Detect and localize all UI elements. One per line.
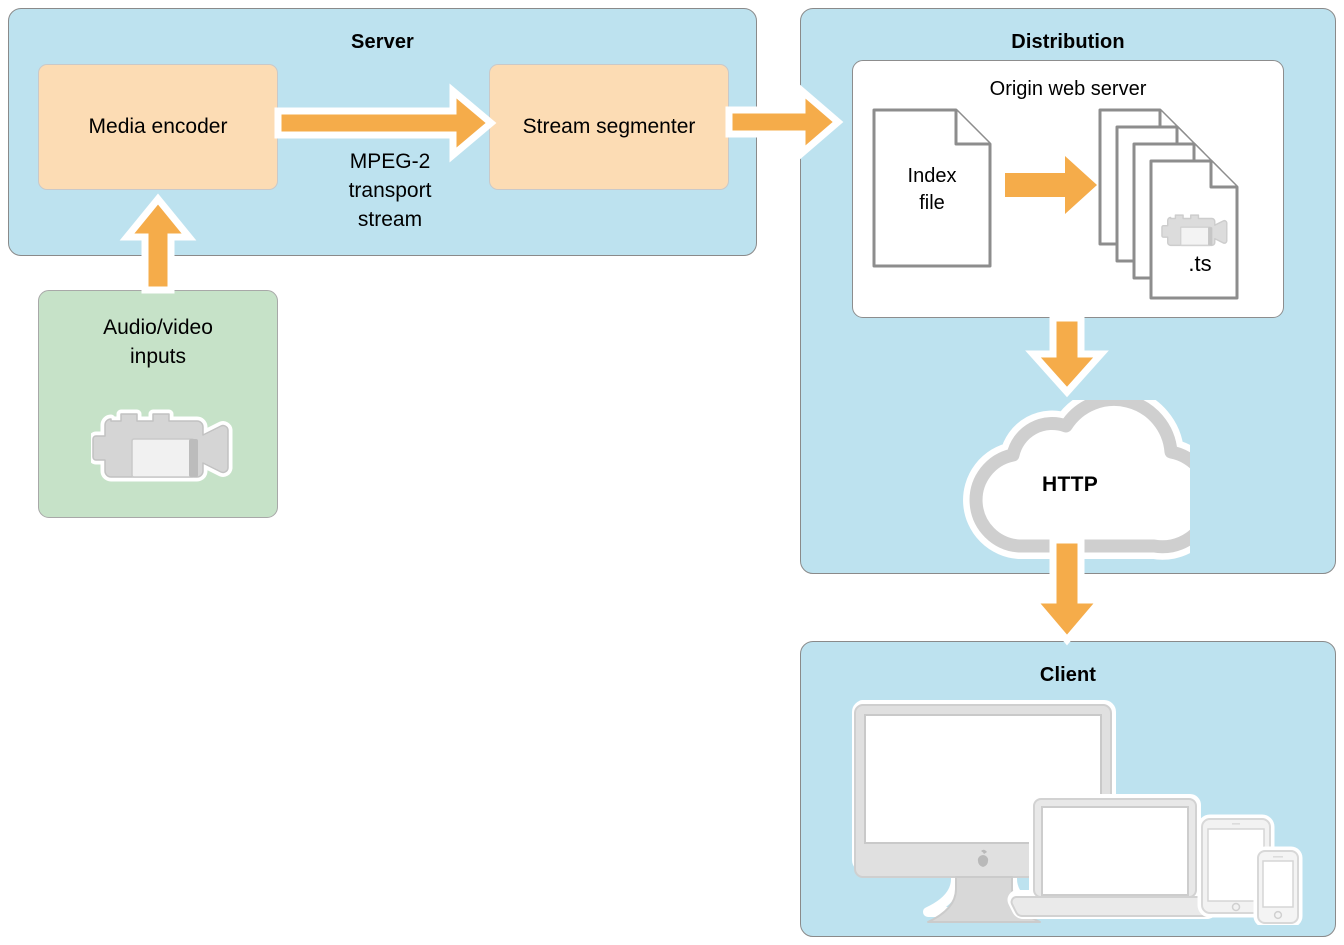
node-origin-web-server-label: Origin web server xyxy=(989,78,1147,100)
phone-icon xyxy=(1253,846,1303,925)
index-file-line-2: file xyxy=(919,192,945,214)
node-media-encoder[interactable]: Media encoder xyxy=(38,64,278,190)
laptop-icon xyxy=(1007,794,1223,919)
client-devices-group xyxy=(852,700,1303,925)
index-file-line-1: Index xyxy=(907,165,957,187)
node-ts-segments-label: .ts xyxy=(1188,251,1212,276)
edge-label-line-2: transport xyxy=(348,179,432,202)
node-index-file-label: Index file xyxy=(872,163,992,217)
cloud-icon[interactable] xyxy=(955,400,1190,560)
panel-distribution-title: Distribution xyxy=(1011,31,1125,53)
panel-server-title: Server xyxy=(351,31,414,53)
node-stream-segmenter-label: Stream segmenter xyxy=(522,115,696,138)
node-audio-video-inputs-label: Audio/video inputs xyxy=(39,313,277,371)
node-media-encoder-label: Media encoder xyxy=(88,115,228,138)
av-label-line-1: Audio/video xyxy=(103,316,213,339)
panel-client-title: Client xyxy=(1039,664,1097,686)
document-icon[interactable] xyxy=(872,108,998,268)
node-stream-segmenter[interactable]: Stream segmenter xyxy=(489,64,729,190)
document-stack-icon[interactable] xyxy=(1098,108,1268,304)
edge-label-line-1: MPEG-2 xyxy=(349,150,431,173)
node-audio-video-inputs[interactable]: Audio/video inputs xyxy=(38,290,278,518)
tablet-icon xyxy=(1197,814,1275,918)
edge-label-mpeg2-transport-stream: MPEG-2 transport stream xyxy=(300,147,480,234)
camcorder-icon xyxy=(91,409,233,482)
node-http-label: HTTP xyxy=(1041,473,1099,496)
edge-label-line-3: stream xyxy=(357,208,423,231)
av-label-line-2: inputs xyxy=(129,345,187,368)
